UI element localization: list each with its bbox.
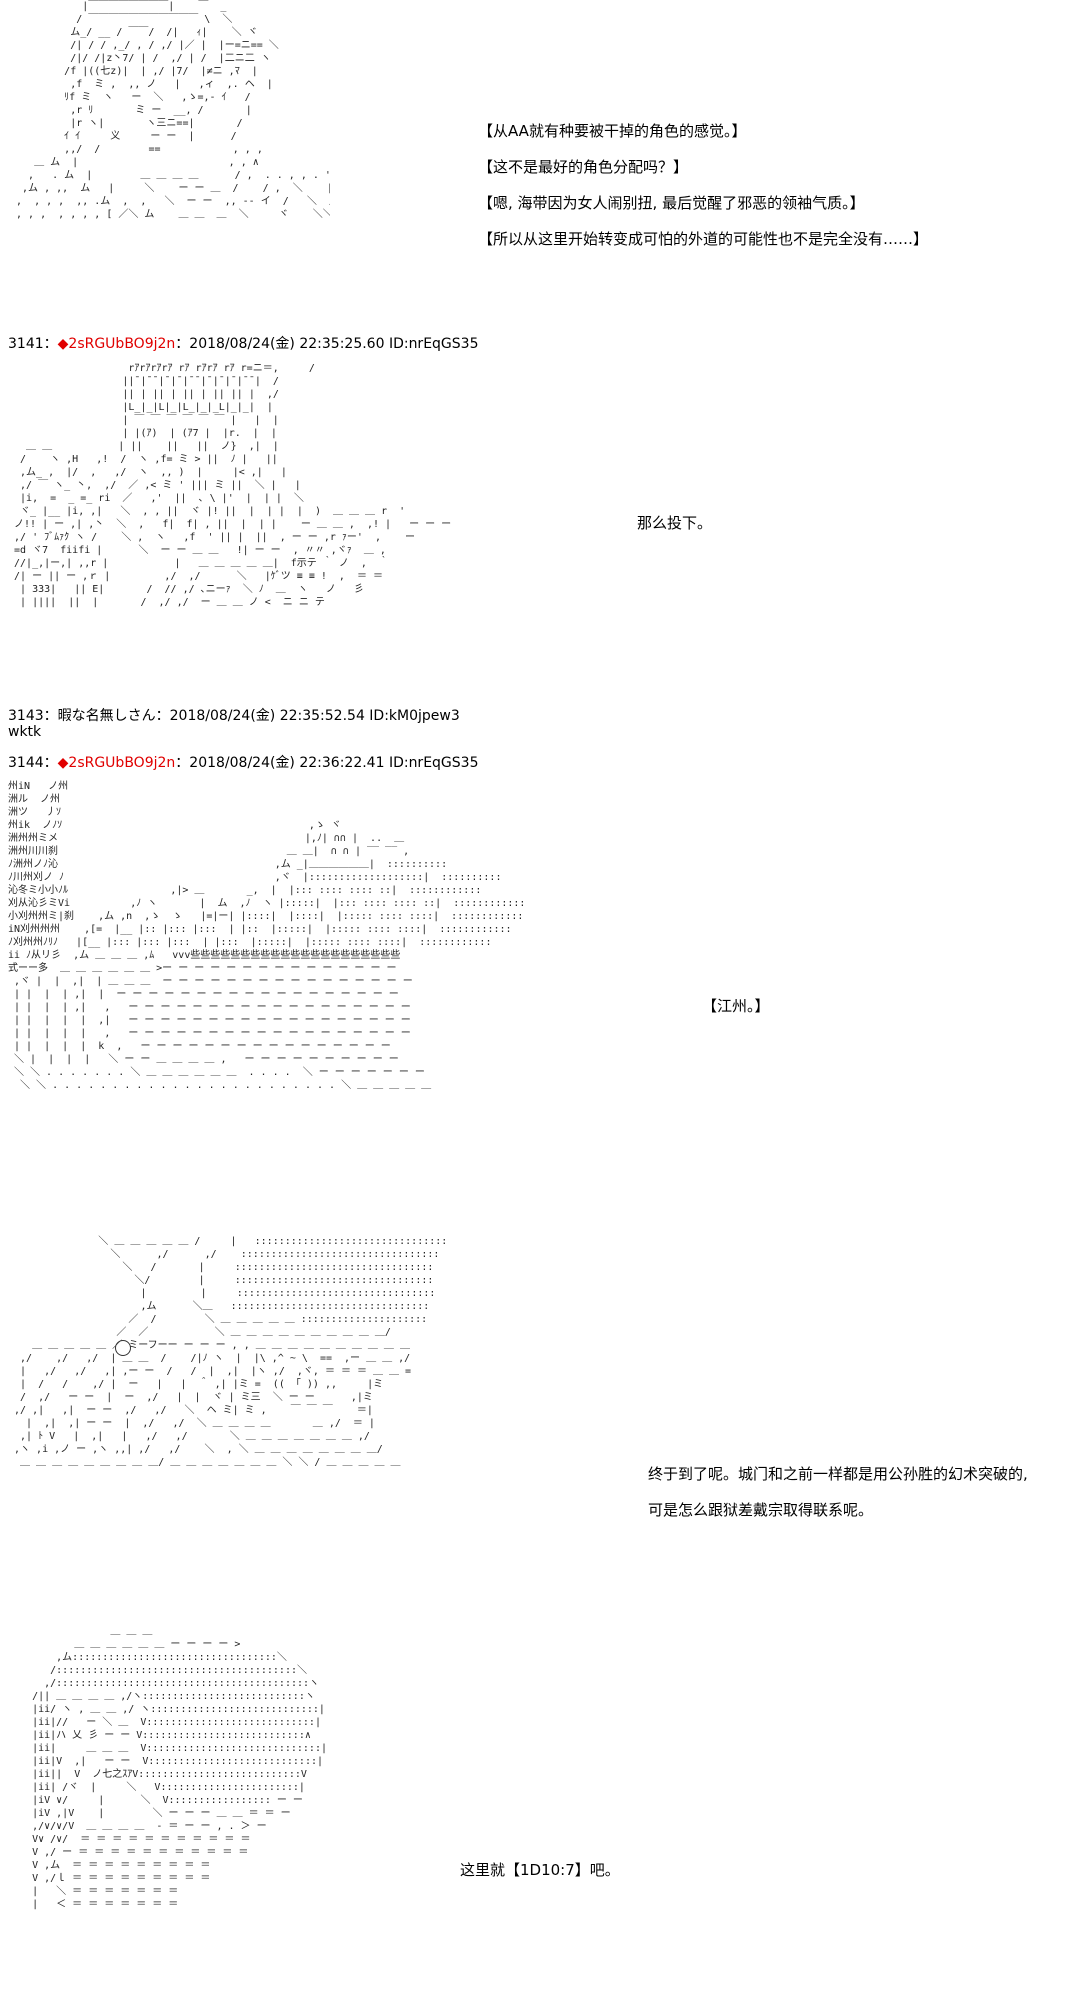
poster-trip[interactable]: ◆2sRGUbBO9j2n xyxy=(57,755,176,771)
post-number: 3143 xyxy=(8,708,44,724)
post-number: 3141 xyxy=(8,336,44,352)
ascii-art-character-1: |￣￣￣￣￣￣￣￣| ￣ _ / ￣￣￣￣￣￣￣￣￣￣￣ \ ＼ ム_/ __ … xyxy=(16,1,330,220)
post3141-dialogue: 那么投下。 xyxy=(637,514,713,532)
ascii-art-character-3: ＿ ＿ ＿ ＿ ＿ ＿ ＿ ＿ ＿ ー ー ー ー > ,ム::::::::::… xyxy=(32,1626,327,1910)
post-body: wktk xyxy=(8,724,42,740)
post-header-3144: 3144：◆2sRGUbBO9j2n：2018/08/24(金) 22:36:2… xyxy=(8,755,479,771)
ascii-art-city-scene: 州iN ノ州 洲ル ノ州 洲ツ 丿ｿ 州ik ノﾉｿ ,ゝ ヾ 洲州州ミメ |,… xyxy=(8,781,526,1091)
post-date: 2018/08/24(金) 22:35:52.54 ID:kM0jpew3 xyxy=(169,708,460,724)
post-number: 3144 xyxy=(8,755,44,771)
dialogue-line: 【这不是最好的角色分配吗？】 xyxy=(478,158,689,176)
moon-circle xyxy=(115,1340,131,1356)
dialogue-line: 【嗯, 海带因为女人闹别扭, 最后觉醒了邪恶的领袖气质。】 xyxy=(478,194,865,212)
ascii-art-gate-scene: ＼ ＿ ＿ ＿ ＿ ＿ / | ::::::::::::::::::::::::… xyxy=(14,1236,448,1468)
ascii-art-character-2: rｱrｱrｱrｱ rｱ rｱrｱ rｱ r=ニ＝, / ||¯|¯¯|¯|¯|¯… xyxy=(14,363,452,608)
dialogue-line: 终于到了呢。城门和之前一样都是用公孙胜的幻术突破的, xyxy=(648,1465,1028,1483)
panel6-dialogue: 这里就【1D10:7】吧。 xyxy=(460,1861,620,1879)
panel5-dialogue: 终于到了呢。城门和之前一样都是用公孙胜的幻术突破的, 可是怎么跟狱差戴宗取得联系… xyxy=(648,1456,1028,1528)
panel1-dialogue: 【从AA就有种要被干掉的角色的感觉。】 【这不是最好的角色分配吗？】 【嗯, 海… xyxy=(478,113,928,257)
poster-name: 暇な名無しさん xyxy=(57,708,156,724)
dialogue-line: 【所以从这里开始转变成可怕的外道的可能性也不是完全没有……】 xyxy=(478,230,929,248)
dialogue-line: 可是怎么跟狱差戴宗取得联系呢。 xyxy=(648,1501,874,1519)
poster-trip[interactable]: ◆2sRGUbBO9j2n xyxy=(57,336,176,352)
post-header-3143: 3143：暇な名無しさん：2018/08/24(金) 22:35:52.54 I… xyxy=(8,708,460,724)
post-date: 2018/08/24(金) 22:36:22.41 ID:nrEqGS35 xyxy=(189,755,479,771)
post3144-caption: 【江州。】 xyxy=(702,997,770,1015)
dialogue-line: 【从AA就有种要被干掉的角色的感觉。】 xyxy=(478,122,747,140)
post-date: 2018/08/24(金) 22:35:25.60 ID:nrEqGS35 xyxy=(189,336,479,352)
post-header-3141: 3141：◆2sRGUbBO9j2n：2018/08/24(金) 22:35:2… xyxy=(8,336,479,352)
